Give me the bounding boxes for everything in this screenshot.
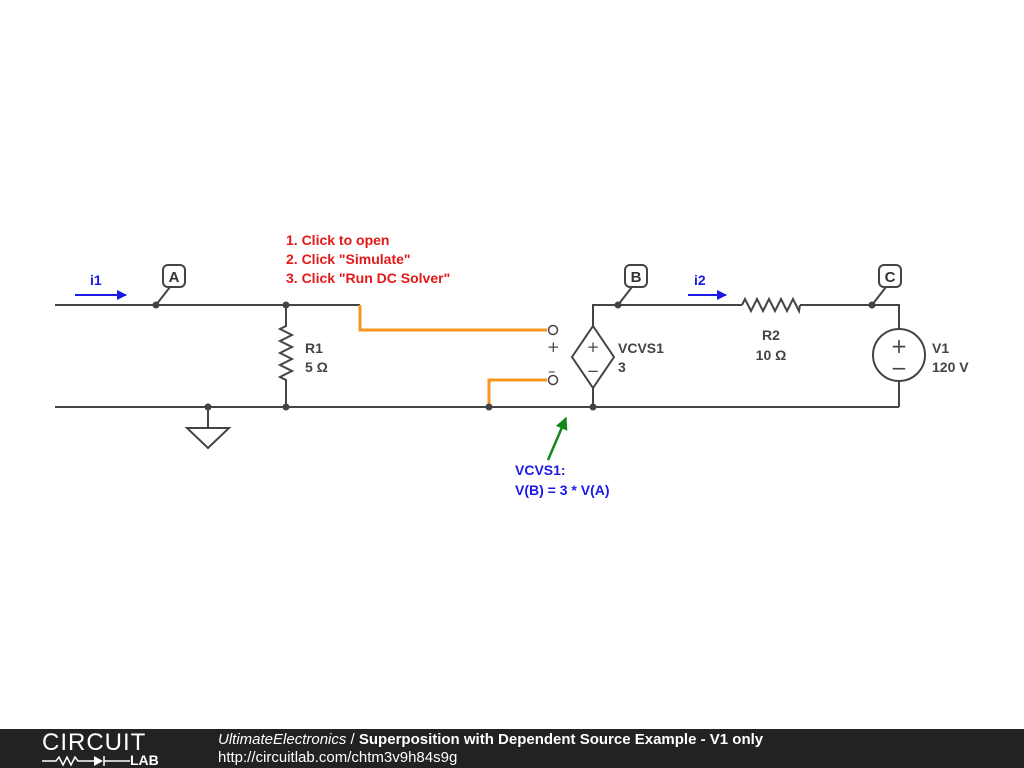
ground-symbol-icon[interactable] [184,407,232,450]
current-arrow-i1: i1 [75,272,127,300]
annotation-line-1: VCVS1: [515,462,566,478]
footer-separator: / [346,731,359,748]
probe-wire-minus [487,378,547,407]
node-tag-a-label: A [169,269,180,286]
probe-wire-plus [358,305,547,332]
dc-voltage-source-icon[interactable]: + − [872,328,926,382]
dependent-voltage-source-icon[interactable]: + − [570,324,616,390]
node-tag-b[interactable]: B [617,264,648,306]
current-arrow-i2: i2 [688,272,727,300]
instruction-step-1: 1. Click to open [286,232,389,248]
current-i1-label: i1 [90,272,102,288]
footer-url-link[interactable]: http://circuitlab.com/chtm3v9h84s9g [218,749,458,766]
r2-name: R2 [762,327,780,343]
vcvs-minus-sign: − [587,362,600,380]
logo-text-bottom: LAB [130,752,159,768]
top-wire-b-to-r2 [592,304,742,327]
top-wire-r2-to-c [800,304,900,329]
circuitlab-logo[interactable]: CIRCUIT LAB [42,729,182,768]
vcvs1-value: 3 [618,359,626,375]
r1-name: R1 [305,340,323,356]
v1-name: V1 [932,340,949,356]
instruction-step-3: 3. Click "Run DC Solver" [286,270,450,286]
footer-circuit-title[interactable]: Superposition with Dependent Source Exam… [358,731,764,748]
port-minus-sign: – [548,362,556,380]
junction-r1-bottom [282,403,290,411]
node-tag-c[interactable]: C [871,264,902,306]
footer-bar: CIRCUIT LAB UltimateElectronics / Superp… [0,729,1024,768]
logo-text-top: CIRCUIT [42,729,147,756]
node-tag-a[interactable]: A [155,264,186,306]
footer-title-line: UltimateElectronics / Superposition with… [218,731,763,749]
junction-ground [204,403,212,411]
current-i2-label: i2 [694,272,706,288]
r2-resistor[interactable] [741,296,801,315]
instructions: 1. Click to open 2. Click "Simulate" 3. … [286,232,450,286]
vcvs1-name: VCVS1 [618,340,664,356]
node-tag-c-label: C [885,269,896,286]
v1-value: 120 V [932,359,969,375]
v1-plus-sign: + [891,334,908,358]
port-plus-sign: + [547,338,560,356]
r1-value: 5 Ω [305,359,328,375]
node-tag-b-label: B [631,269,642,286]
annotation-arrow [546,416,568,461]
junction-vcvs-bottom [589,403,597,411]
annotation-line-2: V(B) = 3 * V(A) [515,482,610,498]
port-plus-terminal[interactable] [547,324,559,336]
r1-resistor[interactable] [277,305,295,407]
resistor-diode-logo-icon [42,755,130,767]
junction-r1-top [282,301,290,309]
vcvs-plus-sign: + [587,338,600,356]
junction-port-minus [485,403,493,411]
v1-minus-sign: − [891,356,908,380]
r2-value: 10 Ω [756,347,787,363]
circuit-schematic[interactable]: 1. Click to open 2. Click "Simulate" 3. … [0,0,1024,729]
instruction-step-2: 2. Click "Simulate" [286,251,411,267]
port-minus-terminal[interactable] [547,374,559,386]
footer-username[interactable]: UltimateElectronics [218,731,347,748]
